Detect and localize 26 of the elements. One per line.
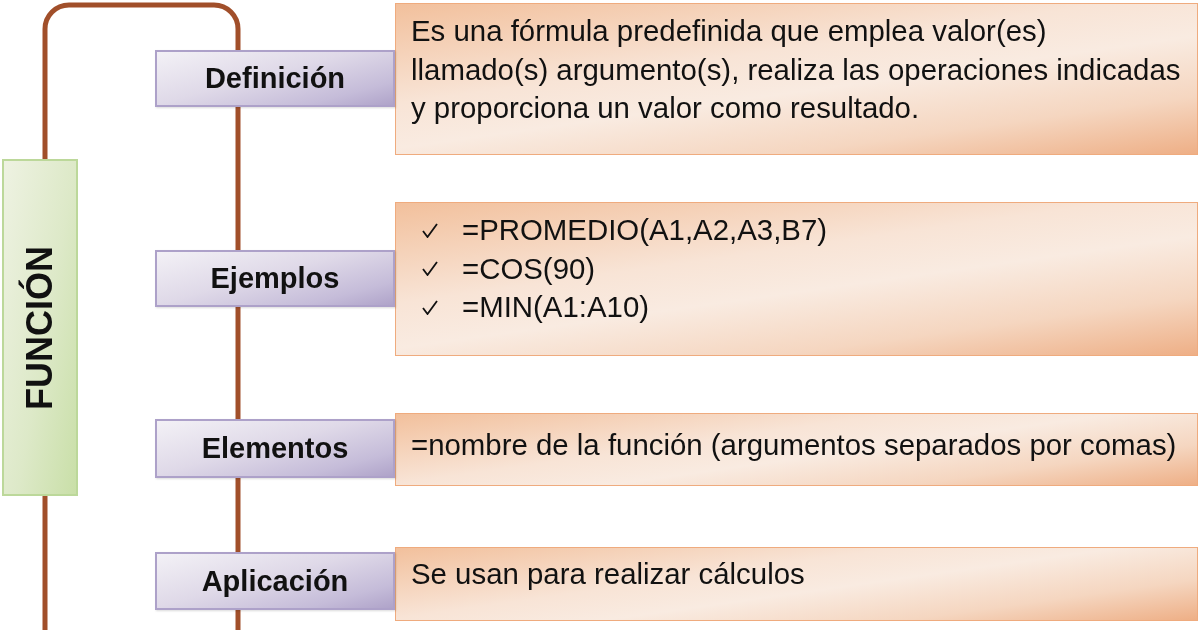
content-box	[395, 547, 1198, 621]
list-item-text: =MIN(A1:A10)	[462, 289, 650, 325]
list-item-text: =PROMEDIO(A1,A2,A3,B7)	[462, 212, 828, 248]
connector-line	[235, 307, 241, 419]
connector-line	[235, 478, 241, 552]
category-box	[155, 419, 395, 478]
connector-line	[235, 107, 241, 250]
connector-line	[235, 610, 241, 630]
category-label: Definición	[204, 62, 346, 95]
category-label: Elementos	[201, 432, 349, 465]
content-box	[395, 3, 1198, 155]
category-box	[155, 552, 395, 610]
category-box	[155, 250, 395, 307]
category-label: Ejemplos	[210, 262, 340, 295]
category-box	[155, 50, 395, 107]
connector-line	[42, 496, 48, 630]
category-label: Aplicación	[201, 564, 349, 598]
title-box	[2, 159, 78, 496]
content-text: Es una fórmula predefinida que emplea valor(es) llamado(s) argumento(s), realiza las operaciones indicadas y proporciona un valor como resultado.	[411, 13, 1182, 126]
list-item-text: =COS(90)	[462, 250, 596, 287]
content-text: =nombre de la función (argumentos separados por comas)	[411, 427, 1178, 463]
title-text: FUNCIÓN	[19, 245, 61, 410]
content-box	[395, 202, 1198, 356]
connector-line	[42, 2, 241, 159]
content-text: Se usan para realizar cálculos	[411, 556, 806, 592]
content-box	[395, 413, 1198, 486]
